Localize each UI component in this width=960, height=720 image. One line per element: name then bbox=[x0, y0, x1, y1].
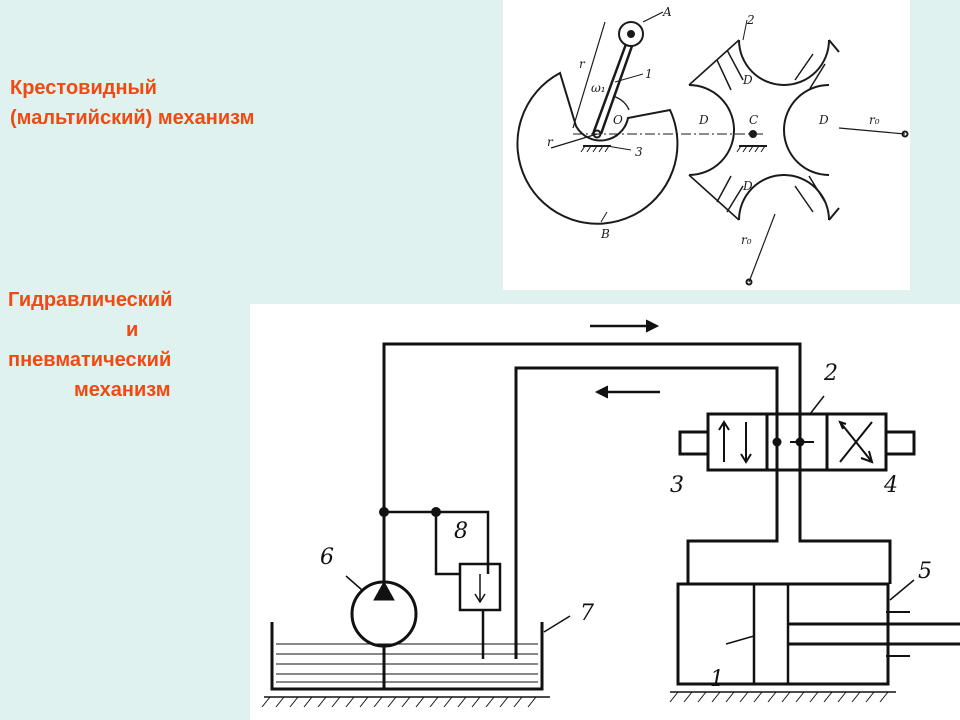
solenoid-3 bbox=[678, 430, 710, 456]
hydraulic-heading-line3: пневматический bbox=[8, 349, 172, 371]
label-r-left: r bbox=[547, 135, 554, 149]
maltese-heading-line1: Крестовидный bbox=[10, 77, 157, 99]
label-3: 3 bbox=[635, 145, 643, 159]
label-r0-bottom: r₀ bbox=[741, 233, 752, 247]
maltese-mechanism-diagram: A 1 2 3 B C O D D D D ω₁ r r r₀ r₀ bbox=[503, 0, 910, 290]
label-1: 1 bbox=[645, 67, 653, 81]
label-d-top: D bbox=[742, 73, 753, 87]
label-r0-right: r₀ bbox=[869, 113, 880, 127]
label-8-relief-valve: 8 bbox=[454, 519, 468, 544]
junction-dot bbox=[795, 437, 805, 447]
label-o: O bbox=[613, 113, 623, 127]
hydraulic-mechanism-heading: Гидравлический и пневматический механизм bbox=[8, 285, 248, 405]
maltese-mechanism-heading: Крестовидный (мальтийский) механизм bbox=[10, 73, 390, 133]
label-5-rod: 5 bbox=[918, 559, 932, 584]
return-line bbox=[514, 366, 779, 659]
crank-arm bbox=[591, 43, 628, 135]
label-3-solenoid: 3 bbox=[670, 473, 684, 498]
maltese-diagram-svg: A 1 2 3 B C O D D D D ω₁ r r r₀ r₀ bbox=[516, 5, 909, 286]
hydraulic-diagram-svg: 1 2 3 4 5 6 7 8 bbox=[261, 319, 960, 708]
junction-dot bbox=[379, 507, 389, 517]
label-r-top: r bbox=[579, 57, 586, 71]
hydraulic-heading-line1: Гидравлический bbox=[8, 289, 173, 311]
tank bbox=[270, 622, 544, 691]
label-d-right: D bbox=[818, 113, 829, 127]
relief-valve bbox=[458, 562, 502, 612]
label-7-tank: 7 bbox=[580, 601, 594, 626]
pin-a bbox=[618, 21, 644, 47]
label-6-pump: 6 bbox=[320, 545, 334, 570]
hydraulic-mechanism-diagram: 1 2 3 4 5 6 7 8 bbox=[250, 304, 960, 720]
label-d-bottom: D bbox=[742, 179, 753, 193]
cross-slot-left bbox=[688, 84, 735, 176]
label-2: 2 bbox=[746, 13, 755, 27]
junction-dot bbox=[772, 437, 782, 447]
label-4-solenoid: 4 bbox=[883, 473, 898, 498]
hydraulic-heading-line2: и bbox=[126, 319, 139, 341]
label-c: C bbox=[749, 113, 758, 127]
solenoid-4 bbox=[884, 430, 916, 456]
cross-slot-right bbox=[783, 84, 830, 176]
maltese-heading-line2: (мальтийский) механизм bbox=[10, 107, 255, 129]
drive-disc-b bbox=[516, 71, 679, 225]
label-1-cylinder: 1 bbox=[710, 667, 724, 692]
label-omega: ω₁ bbox=[591, 81, 606, 95]
label-2-valve: 2 bbox=[823, 361, 838, 386]
label-d-left: D bbox=[698, 113, 709, 127]
piston bbox=[752, 582, 790, 686]
label-b: B bbox=[600, 227, 610, 241]
hydraulic-heading-line4: механизм bbox=[74, 379, 171, 401]
cross-center-c bbox=[749, 130, 757, 138]
junction-dot bbox=[431, 507, 441, 517]
cross-slot-top bbox=[738, 39, 830, 86]
label-a: A bbox=[662, 5, 672, 19]
